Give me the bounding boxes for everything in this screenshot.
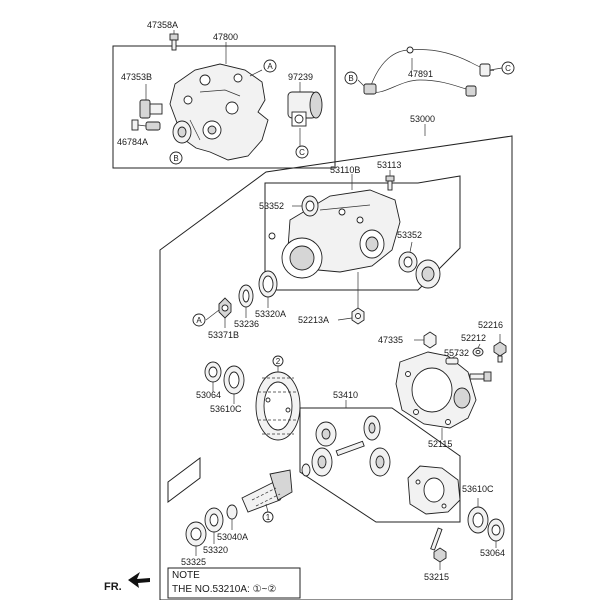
flange-left [172, 120, 192, 144]
nut-52213A [351, 307, 365, 325]
note-box [167, 567, 301, 599]
differential-housing-53110B [268, 189, 401, 279]
race-53325 [185, 521, 207, 547]
seal-53352-upper [301, 195, 319, 217]
svg-text:C: C [505, 64, 511, 73]
label-53040A: 53040A [217, 532, 248, 542]
callout-C-harness: C [501, 61, 515, 75]
side-gear-left [311, 447, 333, 477]
bolt-side [469, 371, 492, 382]
label-53110B: 53110B [330, 165, 360, 175]
label-53325: 53325 [181, 557, 206, 567]
side-gear-right [369, 447, 391, 477]
differential-assembly-frame [159, 135, 513, 600]
ring-gear [255, 371, 301, 441]
note-title: NOTE [172, 570, 200, 581]
sensor-46784A [131, 119, 161, 131]
label-53215: 53215 [424, 572, 449, 582]
spacer-53236 [238, 284, 254, 308]
callout-C-top: C [295, 145, 309, 159]
label-52216: 52216 [478, 320, 503, 330]
note-text: THE NO.53210A: ①~② [172, 584, 276, 595]
pinion-shaft [335, 440, 365, 457]
svg-text:A: A [196, 316, 202, 325]
washer-52212 [472, 347, 484, 357]
svg-text:C: C [299, 148, 305, 157]
front-label: FR. [104, 581, 122, 593]
callout-one-marker: 1 [262, 511, 274, 523]
label-53371B: 53371B [208, 330, 239, 340]
front-arrow-icon [128, 572, 150, 588]
label-47800: 47800 [213, 32, 238, 42]
seal-53352-right [398, 251, 418, 273]
seal-53064-right [487, 518, 505, 542]
callout-A-top: A [263, 59, 277, 73]
side-gear-upper-right [363, 415, 381, 441]
label-47358A: 47358A [147, 20, 178, 30]
bolt-47358A [169, 33, 179, 51]
label-52213A: 52213A [298, 315, 329, 325]
label-53352-right: 53352 [397, 230, 422, 240]
label-47335: 47335 [378, 335, 403, 345]
callout-A-diff: A [192, 313, 206, 327]
seal-53064-left [204, 361, 222, 383]
washer-small [301, 463, 311, 477]
svg-text:B: B [348, 74, 353, 83]
label-53064-left: 53064 [196, 390, 221, 400]
label-52115: 52115 [428, 439, 452, 449]
rear-cover-52115 [395, 351, 477, 429]
label-52212: 52212 [461, 333, 486, 343]
label-53320: 53320 [203, 545, 228, 555]
pin-55732 [445, 357, 459, 365]
callout-B-harness: B [344, 71, 358, 85]
label-53113: 53113 [377, 160, 401, 170]
svg-text:B: B [173, 154, 178, 163]
bearing-53320 [204, 507, 224, 533]
differential-case [407, 465, 461, 515]
bolt-52216 [493, 341, 507, 363]
bolt-53215 [430, 527, 447, 563]
collapsible-spacer [226, 504, 238, 520]
side-flange-right [415, 259, 441, 289]
plug-47335 [423, 331, 437, 349]
actuator-97239 [287, 91, 323, 127]
transfer-assembly-box [112, 45, 336, 169]
label-46784A: 46784A [117, 137, 148, 147]
drive-pinion-shaft [241, 469, 293, 513]
pinion-subframe [167, 457, 201, 503]
label-53352-upper: 53352 [259, 201, 284, 211]
bearing-53610C-left [223, 365, 245, 395]
pinion-gear-upper [315, 421, 337, 447]
svg-text:A: A [267, 62, 273, 71]
callout-two-text: 2 [276, 357, 281, 366]
bearing-53610C-right [467, 506, 489, 534]
callout-two-marker: 2 [272, 355, 284, 367]
label-47353B: 47353B [121, 72, 152, 82]
label-97239: 97239 [288, 72, 313, 82]
label-53410: 53410 [333, 390, 358, 400]
label-47891: 47891 [408, 69, 433, 79]
label-53064-right: 53064 [480, 548, 505, 558]
callout-one-text: 1 [266, 513, 271, 522]
label-53000: 53000 [410, 114, 435, 124]
diff-case-subframe [299, 407, 461, 523]
label-53610C-right: 53610C [462, 484, 494, 494]
label-53610C-left: 53610C [210, 404, 242, 414]
label-53320A: 53320A [255, 309, 286, 319]
nut-53371B [218, 297, 232, 319]
callout-B-top: B [169, 151, 183, 165]
transfer-case-47800 [169, 63, 269, 161]
label-53236: 53236 [234, 319, 259, 329]
sensor-47353B [139, 99, 163, 119]
label-55732: 55732 [444, 348, 469, 358]
wiring-harness-47891 [363, 46, 495, 97]
bearing-53320A [258, 270, 278, 298]
